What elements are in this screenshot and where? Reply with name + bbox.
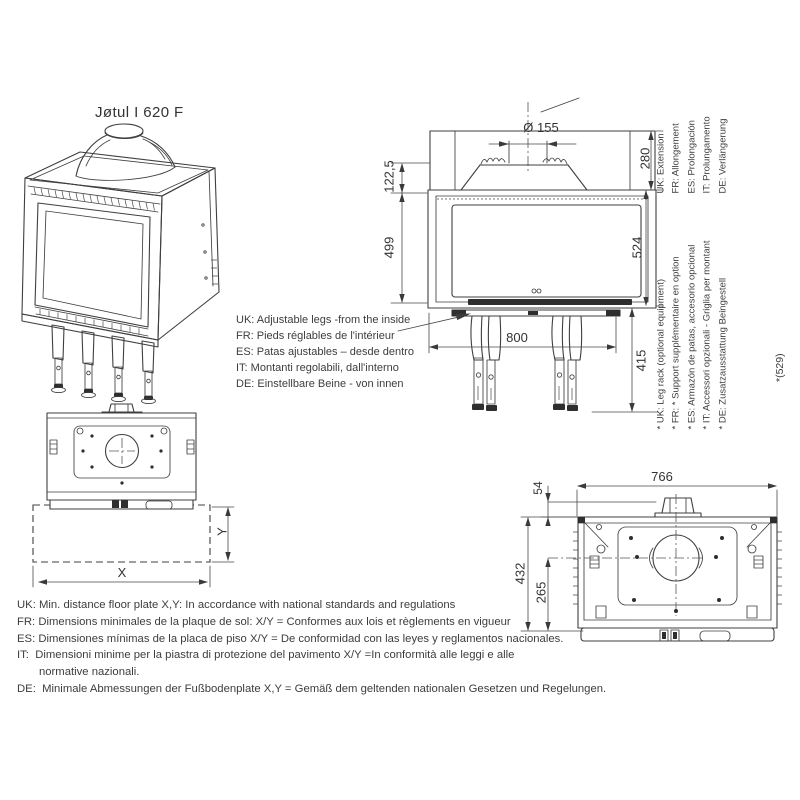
perspective-view xyxy=(21,123,220,405)
extension-note-line: DE: Verlängerung xyxy=(717,118,728,193)
note-line: UK: Min. distance floor plate X,Y: In ac… xyxy=(17,599,456,611)
leg-rack-note-line: * IT: Accessori opzionali - Griglia per … xyxy=(701,239,713,429)
note-line: normative nazionali. xyxy=(17,666,140,679)
extension-note-line: IT: Prolungamento xyxy=(701,115,713,193)
dim-body-height: 524 xyxy=(629,236,645,259)
leg-rack-note-line: * FR: * Support supplémentaire en option xyxy=(670,255,682,429)
note-line: IT: Montanti regolabili, dall'interno xyxy=(236,362,399,374)
leg-rack-note-line: * UK: Leg rack (optional equipment) xyxy=(655,278,666,430)
dim-floor-plate-y: Y xyxy=(214,527,230,536)
page-title: Jøtul I 620 F xyxy=(95,104,184,121)
note-line: DE: Einstellbare Beine - von innen xyxy=(236,378,404,390)
dim-floor-plate-x: X xyxy=(117,565,127,580)
dim-collar-to-front: 54 xyxy=(531,481,545,495)
front-elevation-view xyxy=(427,97,657,411)
leg-rack-footnote: *(529) xyxy=(774,353,786,382)
leg-rack-note-line: * DE: Zusatzausstattung Beingestell xyxy=(717,277,728,429)
leg-rack xyxy=(470,315,583,411)
legs-3d xyxy=(51,324,156,405)
note-line: ES: Patas ajustables – desde dentro xyxy=(236,346,414,358)
dimension-annotations-plan xyxy=(520,483,778,632)
note-line: ES: Dimensiones mínimas de la placa de p… xyxy=(17,632,564,645)
dim-depth: 432 xyxy=(512,562,528,585)
dim-flue-diameter: Ø 155 xyxy=(523,120,559,135)
extension-note-line: ES: Prolongación xyxy=(686,119,697,193)
adjustable-legs-note: UK: Adjustable legs -from the inside FR:… xyxy=(236,312,414,392)
dim-extension-height: 280 xyxy=(637,147,653,170)
dimension-annotations-front xyxy=(390,130,664,413)
note-line: IT: Dimensioni minime per la piastra di … xyxy=(17,649,515,662)
note-line: FR: Dimensions minimales de la plaque de… xyxy=(17,615,511,628)
extension-note-line: UK: Extension xyxy=(655,132,666,193)
dim-width: 800 xyxy=(506,330,528,345)
dim-plan-width: 766 xyxy=(651,469,673,484)
top-plan-view xyxy=(573,494,782,642)
leg-rack-note-line: * ES: Armazón de patas, accesorio opcion… xyxy=(686,244,697,429)
extension-note-line: FR: Allongement xyxy=(670,122,682,193)
note-line: DE: Minimale Abmessungen der Fußbodenpla… xyxy=(17,682,607,695)
note-line: FR: Pieds réglables de l'intérieur xyxy=(236,330,395,342)
dim-collar-offset: 122,5 xyxy=(381,160,397,193)
floor-plate-note: UK: Min. distance floor plate X,Y: In ac… xyxy=(17,597,606,698)
dim-leg-height: 415 xyxy=(633,349,649,372)
dim-door-height: 499 xyxy=(381,236,397,259)
floor-plate-side-view xyxy=(32,403,235,588)
note-line: UK: Adjustable legs -from the inside xyxy=(236,314,411,326)
